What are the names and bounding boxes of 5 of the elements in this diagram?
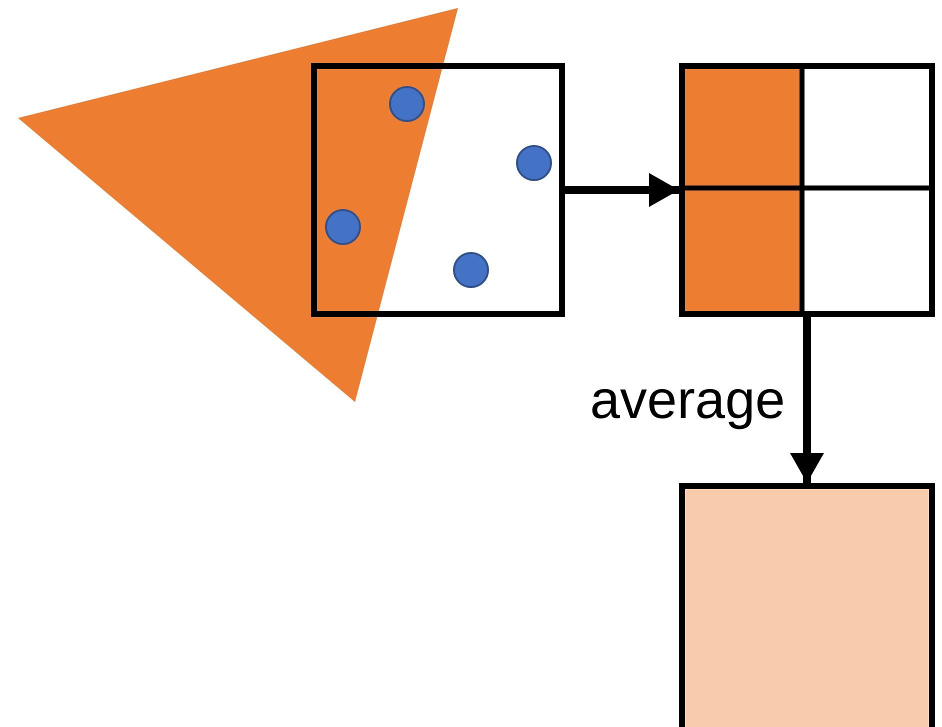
arrow (790, 317, 824, 483)
arrow (565, 173, 679, 207)
pixel-grid (679, 63, 935, 317)
averaged-pixel (679, 483, 935, 727)
pixel-square (311, 63, 565, 317)
